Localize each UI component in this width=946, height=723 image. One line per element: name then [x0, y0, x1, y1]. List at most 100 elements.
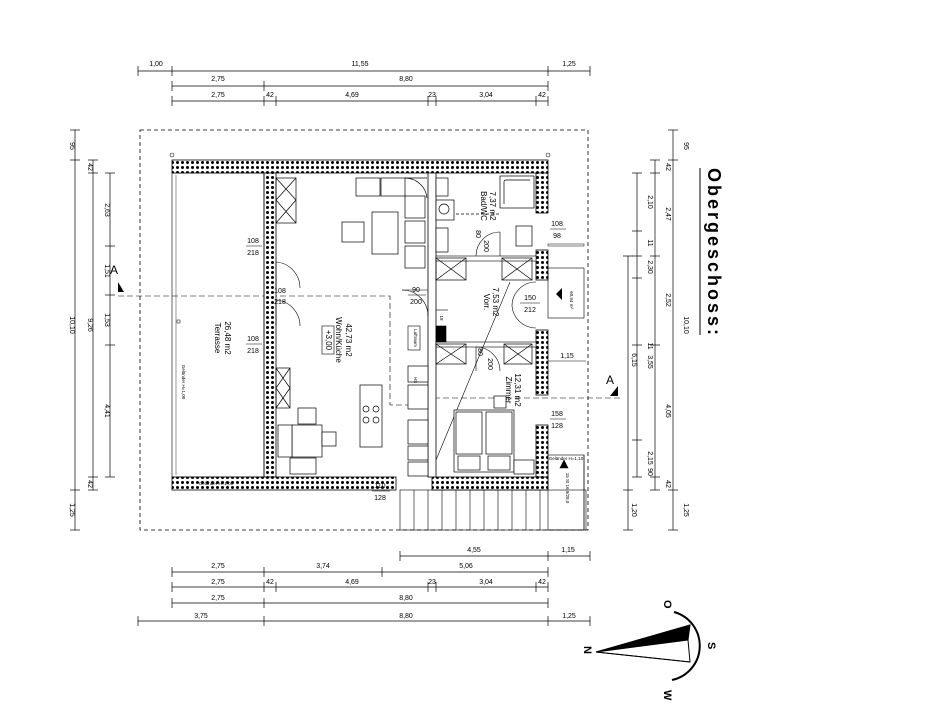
dim-bot-r3-b: 42 — [266, 579, 274, 586]
bottom-railing-note: Geländer H=1,00 — [199, 481, 234, 486]
dim-top-r1-b: 11,55 — [352, 61, 369, 68]
dim-right-x-a: 6,15 — [630, 353, 637, 367]
living-vorr-door — [401, 289, 429, 317]
dim-right-x-b: 1,20 — [630, 503, 637, 517]
bedroom-door — [475, 346, 501, 372]
living-room-label: Wohn/Küche — [334, 317, 343, 363]
dim-bot-r3-d: 23 — [428, 579, 436, 586]
dim-top-r2-b: 8,80 — [399, 76, 413, 83]
bedroom-area: 12,31 m2 — [513, 373, 522, 407]
dim-left-o-a: 95 — [68, 142, 75, 150]
compass-rose — [595, 611, 701, 681]
dim-bot-r5-b: 8,80 — [399, 613, 413, 620]
opening-d4-width: 150 — [524, 295, 536, 302]
section-arrow-left — [118, 282, 124, 292]
dim-top-r2-a: 2,75 — [211, 76, 225, 83]
dim-right-i-e: 3,55 — [646, 355, 653, 369]
dim-top-r3-f: 42 — [538, 92, 546, 99]
opening-w4-height: 98 — [553, 233, 561, 240]
section-marker-left: A — [110, 263, 118, 277]
compass-east: O — [661, 600, 673, 609]
bedroom-label: Zimmer — [504, 376, 513, 403]
opening-w6-width: 1,15 — [560, 353, 574, 360]
dim-bot-r3-c: 4,69 — [345, 579, 359, 586]
opening-w2-height: 218 — [274, 299, 286, 306]
terrace-drain — [176, 319, 181, 324]
dim-right-i-a: 2,10 — [646, 195, 653, 209]
dim-bot-r2-b: 3,74 — [316, 563, 330, 570]
opening-d5-height: 128 — [374, 495, 386, 502]
plan-title: Obergeschoss: — [704, 168, 724, 338]
opening-d3-width: 80 — [476, 348, 483, 356]
vorr-balcony-door — [511, 281, 537, 329]
dim-right-i-d: 11 — [646, 342, 653, 349]
dim-left-m-c: 42 — [86, 480, 93, 488]
dim-right-o-c: 1,25 — [682, 503, 689, 517]
stair-step-count: 18 — [439, 315, 444, 321]
dim-left-i-d: 4,41 — [103, 404, 110, 418]
dim-top-r1-a: 1,00 — [149, 61, 163, 68]
opening-d3-height: 200 — [486, 358, 493, 370]
terrace-area — [171, 172, 265, 478]
compass-south: S — [705, 642, 717, 649]
opening-d1-width: 90 — [412, 287, 420, 294]
terrace-label: Terrasse — [213, 323, 222, 354]
dim-bot-r2-a: 2,75 — [211, 563, 225, 570]
bathroom-fixtures — [435, 175, 535, 253]
opening-d5-width: 110 — [374, 483, 385, 490]
opening-w1-width: 108 — [247, 238, 259, 245]
dim-right-i-g: 90 — [646, 468, 653, 476]
dim-right-m-b: 2,47 — [664, 207, 671, 221]
section-marker-right: A — [606, 373, 614, 387]
bath-area: 7,37 m2 — [488, 192, 497, 221]
terrace-area-value: 26,48 m2 — [223, 321, 232, 355]
dim-bot-r3-f: 42 — [538, 579, 546, 586]
opening-w3-height: 218 — [247, 348, 259, 355]
stair — [407, 281, 511, 461]
terrace-doors — [275, 261, 301, 327]
dim-left-o-b: 10,10 — [68, 316, 75, 334]
dim-bot-r1-b: 1,15 — [561, 547, 575, 554]
dim-right-m-c: 2,52 — [664, 293, 671, 307]
dim-left-m-a: 42 — [86, 163, 93, 171]
dim-top-r3-b: 42 — [266, 92, 274, 99]
dim-bot-r5-c: 1,25 — [562, 613, 576, 620]
dim-left-i-a: 2,63 — [103, 203, 110, 217]
dim-right-m-e: 42 — [664, 480, 671, 488]
dim-left-i-b: 1,51 — [103, 264, 110, 278]
top-dimensions — [137, 66, 591, 106]
hs-note: HS — [413, 377, 418, 383]
dim-bot-r5-a: 3,75 — [194, 613, 208, 620]
living-furniture — [277, 177, 429, 477]
opening-w5-height: 128 — [551, 423, 563, 430]
living-room-area: 42,73 m2 — [344, 323, 353, 357]
compass-north: N — [581, 646, 593, 654]
opening-d4-height: 212 — [524, 307, 536, 314]
vorr-label: Vorr. — [482, 294, 491, 310]
dim-bot-r4-a: 2,75 — [211, 595, 225, 602]
dim-left-m-b: 9,26 — [86, 318, 93, 332]
opening-w3-width: 108 — [247, 336, 259, 343]
dim-top-r3-a: 2,75 — [211, 92, 225, 99]
dim-top-r3-c: 4,69 — [345, 92, 359, 99]
opening-d2-width: 80 — [474, 230, 481, 238]
section-arrow-right — [610, 386, 618, 396]
opening-d2-height: 200 — [482, 240, 489, 252]
dim-right-o-a: 95 — [682, 142, 689, 150]
dim-bot-r3-e: 3,04 — [479, 579, 493, 586]
living-room-level: +3,00 — [324, 330, 333, 351]
terrace-railing-note: Geländer H=1,00 — [181, 365, 186, 400]
left-dimensions — [70, 129, 115, 531]
wall-cabinets — [275, 177, 533, 409]
bedroom-furniture — [453, 395, 535, 475]
vorr-area: 7,53 m2 — [491, 288, 500, 317]
dim-top-r3-d: 23 — [428, 92, 436, 99]
compass-west: W — [661, 690, 673, 701]
opening-w1-height: 218 — [247, 250, 259, 257]
bath-label: Bad/WC — [479, 191, 488, 221]
dim-right-i-c: 2,30 — [646, 260, 653, 274]
dim-top-r1-c: 1,25 — [562, 61, 576, 68]
roof-outline — [139, 129, 589, 531]
bottom-dimensions — [137, 551, 591, 626]
